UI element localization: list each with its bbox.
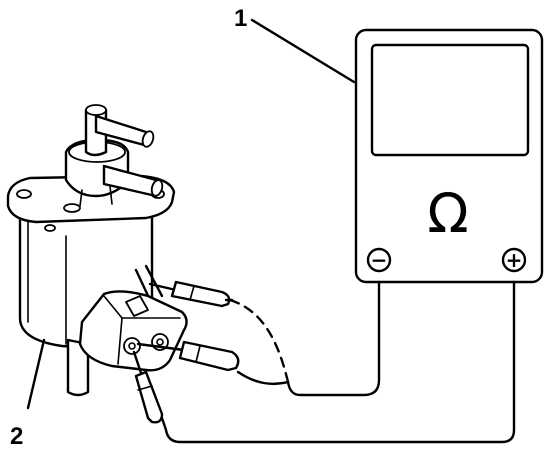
probe-upper [148,280,234,308]
callout-1: 1 [234,5,247,32]
test-leads [158,280,516,444]
probe-middle [136,340,240,372]
outlet-tube [66,338,90,397]
ohm-symbol: Ω [427,182,468,245]
terminal-cavity-a [123,337,141,355]
solenoid-canister [6,104,176,397]
positive-terminal: + [501,247,527,273]
positive-test-lead [158,280,516,444]
callout-2: 2 [10,423,23,450]
negative-test-lead-hidden [228,298,290,384]
electrical-connector [78,264,188,372]
probe-lower [132,350,164,424]
test-probes [132,280,240,424]
negative-terminal-label: − [371,248,388,272]
callout-leader-2 [26,338,46,410]
negative-test-lead [286,280,381,397]
connector-latch [125,295,149,317]
negative-terminal: − [366,247,392,273]
probe-lead-middle [236,370,290,386]
multimeter: Ω − + [354,28,544,284]
callout-leader-1 [250,18,356,84]
multimeter-display [370,43,530,157]
positive-terminal-label: + [506,248,523,272]
